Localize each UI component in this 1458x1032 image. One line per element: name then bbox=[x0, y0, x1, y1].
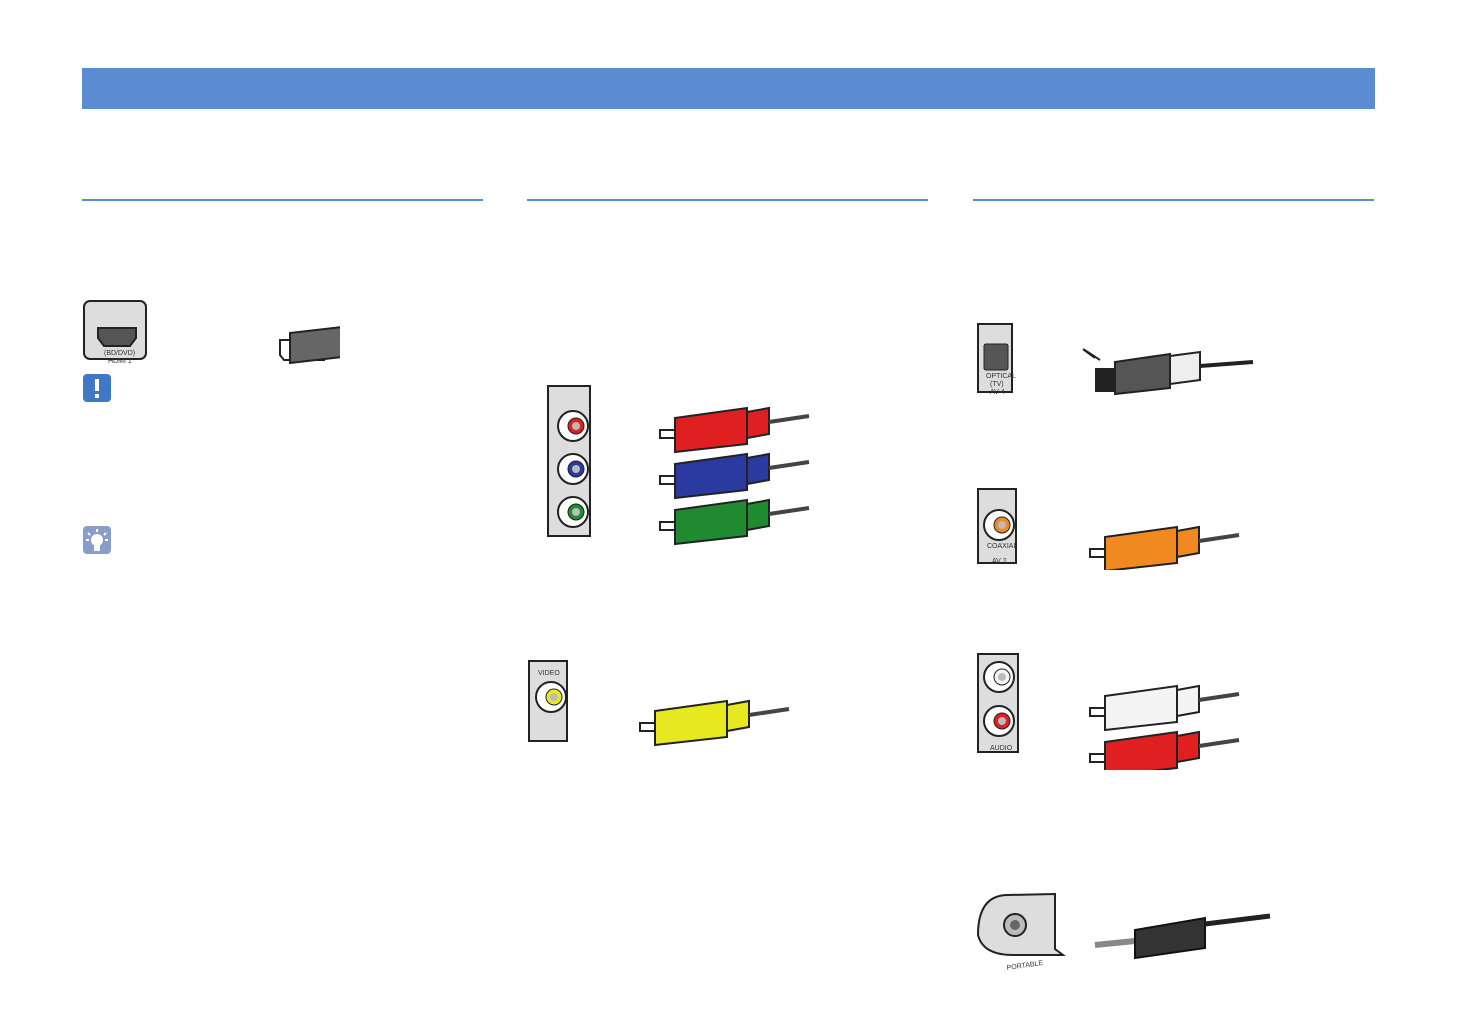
rca-jack bbox=[983, 509, 1015, 541]
rca-plug bbox=[659, 452, 810, 500]
lightbulb-icon bbox=[83, 526, 111, 554]
composite-video-illustration: VIDEO bbox=[528, 660, 790, 747]
rca-jack bbox=[535, 681, 567, 713]
optical-jack-label: OPTICAL bbox=[986, 373, 1016, 380]
rca-plug bbox=[659, 406, 810, 454]
coaxial-jack-label: COAXIAL bbox=[987, 543, 1017, 550]
analog-audio-illustration: AUDIO bbox=[977, 653, 1240, 770]
column-rule-1 bbox=[82, 199, 483, 201]
video-jack-label: VIDEO bbox=[538, 670, 560, 677]
rca-plug bbox=[1089, 684, 1240, 732]
rca-jack bbox=[557, 453, 589, 485]
hdmi-illustration: (BD/DVD) HDMI 1 bbox=[83, 300, 340, 365]
rca-plug bbox=[1089, 525, 1240, 570]
component-video-illustration bbox=[547, 385, 810, 546]
portable-jack-label: PORTABLE bbox=[1006, 960, 1044, 972]
hdmi-jack-label: HDMI 1 bbox=[108, 358, 132, 365]
portable-illustration: PORTABLE bbox=[976, 892, 1271, 972]
header-bar bbox=[82, 68, 1375, 109]
hdmi-jack-label-top: (BD/DVD) bbox=[104, 350, 135, 357]
column-rule-2 bbox=[527, 199, 928, 201]
optical-jack-label-bottom: AV 4 bbox=[990, 389, 1005, 396]
column-rule-3 bbox=[973, 199, 1374, 201]
rca-plug bbox=[659, 498, 810, 546]
rca-plug bbox=[1089, 730, 1240, 770]
rca-jack bbox=[557, 410, 589, 442]
coaxial-illustration: COAXIAL AV 2 bbox=[977, 488, 1240, 570]
audio-jack-label: AUDIO bbox=[990, 745, 1013, 752]
coaxial-jack-label-bottom: AV 2 bbox=[992, 558, 1007, 565]
optical-illustration: OPTICAL (TV) AV 4 bbox=[977, 323, 1254, 396]
rca-jack bbox=[557, 496, 589, 528]
exclamation-icon bbox=[83, 374, 111, 402]
rca-plug bbox=[639, 699, 790, 747]
optical-jack-label-top: (TV) bbox=[990, 381, 1004, 388]
rca-jack bbox=[983, 661, 1015, 693]
rca-jack bbox=[983, 705, 1015, 737]
